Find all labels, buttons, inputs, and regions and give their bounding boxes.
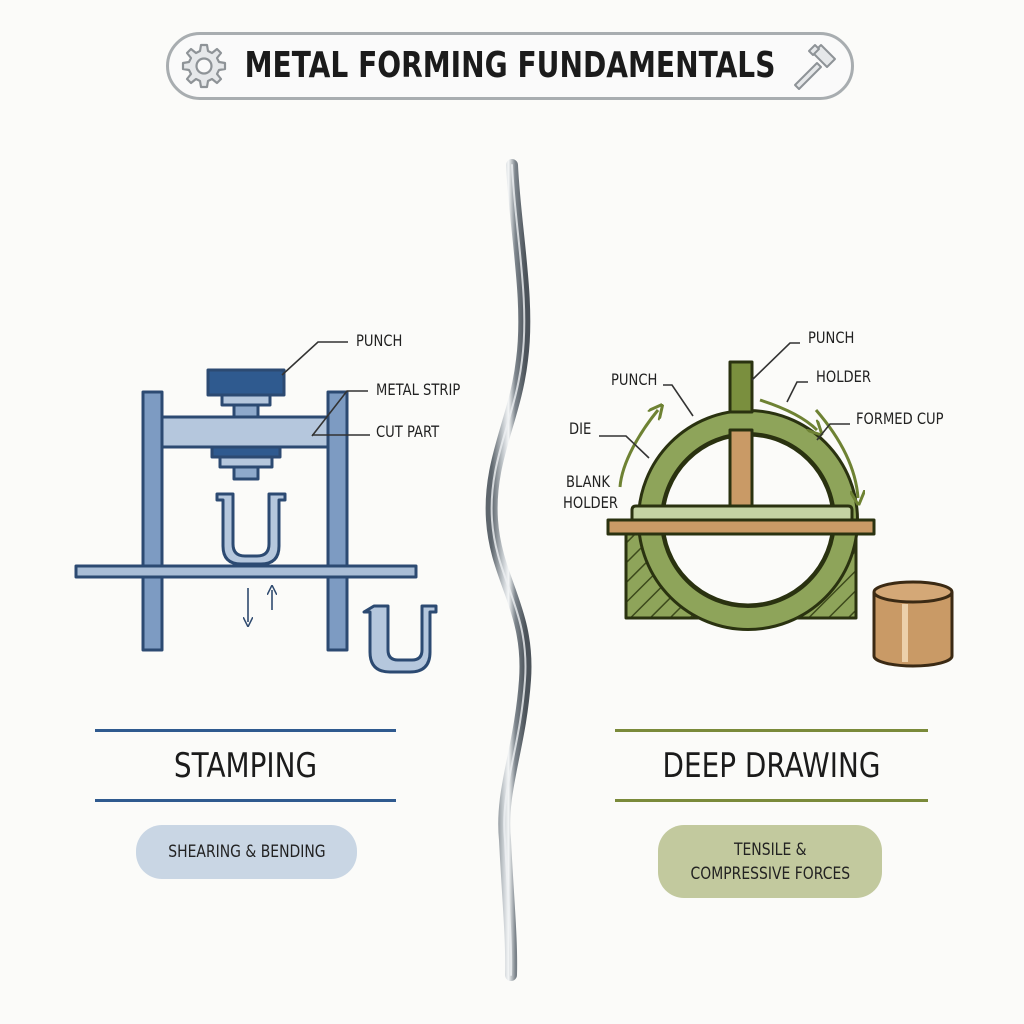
press-column-left [141,390,164,652]
cut-u-part [362,604,438,674]
label-metal-strip: METAL STRIP [376,380,461,399]
label-punch: PUNCH [356,331,403,350]
label-punch-left: PUNCH [611,370,658,389]
deep-drawing-top-rule [615,729,928,732]
hammer-icon [794,44,836,90]
blank-sheet [606,518,876,536]
stamping-leader-lines [281,341,370,437]
motion-arrows-icon [248,588,272,622]
stamping-bottom-rule [95,799,396,802]
deep-drawing-tag-line2: COMPRESSIVE FORCES [690,863,850,884]
label-formed-cup: FORMED CUP [856,409,944,428]
flow-arrows-icon [618,398,858,498]
punch-block [206,368,286,397]
punch-copper-rod [728,428,754,508]
deep-drawing-bottom-rule [615,799,928,802]
deep-drawing-tag: TENSILE & COMPRESSIVE FORCES [658,825,882,898]
deep-drawing-tag-line1: TENSILE & [733,839,807,860]
base-strip [74,564,418,579]
label-punch-top: PUNCH [808,328,855,347]
formed-cup-icon [872,580,954,668]
label-cut-part: CUT PART [376,422,440,441]
stamping-press-diagram [74,368,438,674]
gear-icon [181,43,227,89]
punch-rod [728,360,754,414]
deep-drawing-title: DEEP DRAWING [662,746,881,786]
press-column-right [326,390,349,652]
deep-drawing-diagram [606,360,876,631]
page-title: METAL FORMING FUNDAMENTALS [244,45,776,86]
label-holder: HOLDER [816,367,872,386]
formed-u-part [215,492,287,566]
stamping-tag-text: SHEARING & BENDING [167,842,326,862]
label-blank-holder-2: HOLDER [563,493,619,512]
title-banner: METAL FORMING FUNDAMENTALS [166,32,854,100]
stamping-title: STAMPING [173,746,318,786]
metal-strip-beam [160,415,330,449]
stamping-tag: SHEARING & BENDING [136,825,357,879]
stamping-top-rule [95,729,396,732]
center-divider [485,159,532,981]
deep-drawing-leader-lines [599,342,850,459]
label-blank-holder-1: BLANK [566,472,611,491]
label-die: DIE [569,419,592,438]
